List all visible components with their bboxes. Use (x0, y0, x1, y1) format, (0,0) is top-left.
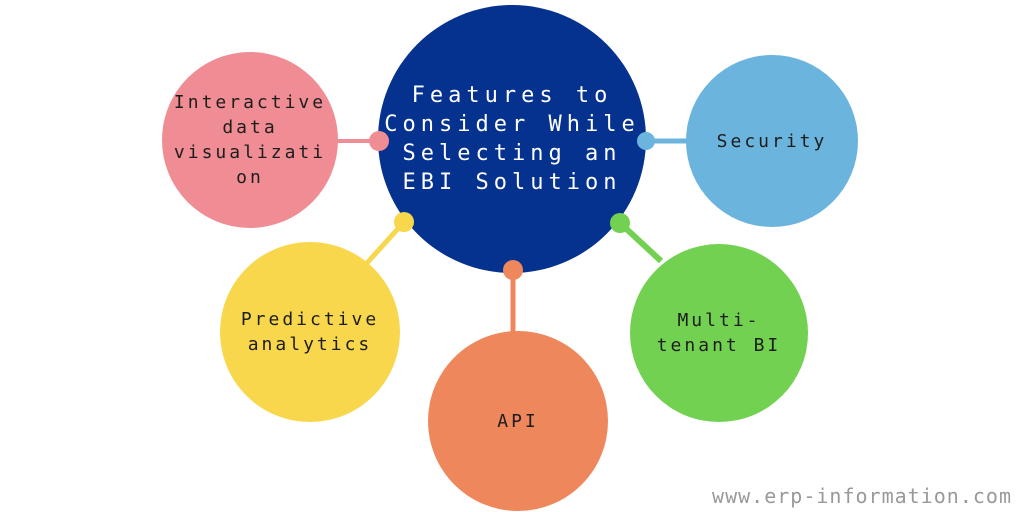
watermark-url: www.erp-information.com (712, 484, 1012, 508)
node-label-interactive-data-visualization: Interactive data visualizati on (173, 92, 327, 188)
node-api: API (428, 331, 608, 511)
node-predictive-analytics: Predictive analytics (220, 242, 400, 422)
center-node-title: Features to Consider While Selecting an … (384, 83, 640, 195)
connector-line-multi-tenant-bi (617, 220, 664, 264)
node-multi-tenant-bi: Multi- tenant BI (630, 244, 808, 422)
node-security: Security (686, 55, 858, 227)
center-node-features-to-consider: Features to Consider While Selecting an … (378, 5, 646, 273)
node-interactive-data-visualization: Interactive data visualizati on (162, 52, 338, 228)
node-label-api: API (497, 410, 539, 432)
node-label-predictive-analytics: Predictive analytics (240, 309, 380, 355)
node-label-security: Security (716, 130, 828, 152)
connector-line-predictive-analytics (365, 220, 406, 265)
node-label-multi-tenant-bi: Multi- tenant BI (656, 310, 782, 356)
